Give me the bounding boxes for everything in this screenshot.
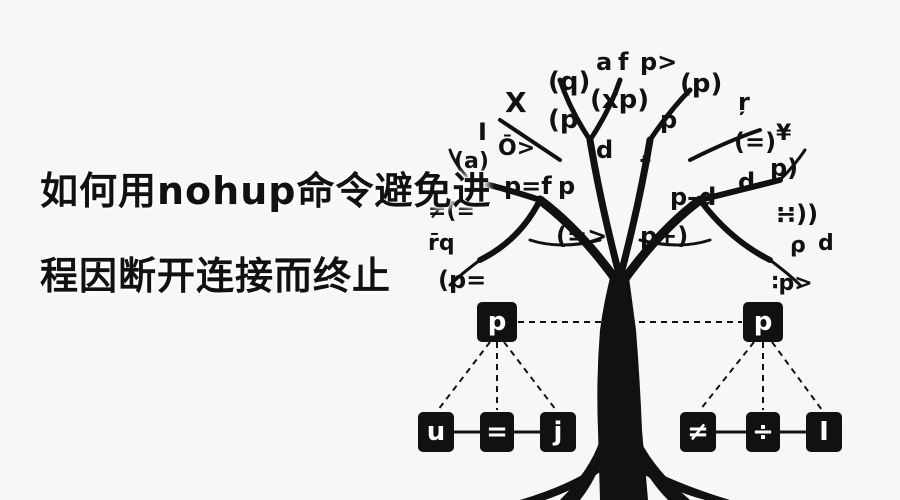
svg-text:p: p bbox=[754, 307, 773, 337]
svg-text:u: u bbox=[427, 417, 446, 447]
glyph: p–d bbox=[670, 183, 716, 211]
svg-text:=: = bbox=[486, 417, 508, 447]
glyph: d bbox=[596, 136, 613, 164]
glyph: p) bbox=[770, 154, 798, 182]
title-line-1: 如何用nohup命令避免进 bbox=[40, 169, 492, 213]
glyph: ¥ bbox=[776, 121, 792, 146]
glyph: ŗ bbox=[738, 88, 750, 116]
edge-right-i bbox=[771, 341, 823, 411]
tree-trunk bbox=[520, 270, 730, 500]
glyph: ρ bbox=[790, 233, 806, 258]
glyph: d bbox=[738, 168, 755, 196]
tree-branches bbox=[448, 77, 807, 287]
glyph: X bbox=[505, 86, 527, 119]
glyph: Ō> bbox=[498, 135, 535, 161]
edge-left-u bbox=[437, 341, 491, 411]
glyph: f bbox=[640, 150, 651, 178]
glyph: (q) bbox=[548, 67, 590, 97]
glyph: p bbox=[558, 172, 575, 200]
title-line-2: 程因断开连接而终止 bbox=[40, 254, 392, 298]
glyph: (p= bbox=[438, 266, 486, 294]
svg-text:≠: ≠ bbox=[687, 417, 709, 447]
glyph: p+) bbox=[640, 222, 688, 250]
edge-right-neq bbox=[699, 341, 755, 411]
glyph: ∶p> bbox=[772, 271, 813, 296]
glyph: (xp) bbox=[590, 85, 649, 115]
glyph: (p) bbox=[680, 69, 722, 99]
glyph: I bbox=[478, 118, 487, 146]
node-right-child-i: I bbox=[806, 412, 842, 452]
svg-text:j: j bbox=[553, 417, 563, 447]
glyph: ∺)) bbox=[776, 200, 818, 228]
node-left-child-j: j bbox=[540, 412, 576, 452]
node-right-child-neq: ≠ bbox=[680, 412, 716, 452]
glyph: (=) bbox=[734, 128, 776, 156]
floating-glyphs: (q) a f p> (p) X (xp) p I (p ŗ Ō> d f p … bbox=[428, 48, 834, 296]
glyph: (a) bbox=[454, 149, 489, 174]
glyph: p=f bbox=[504, 172, 552, 200]
node-left-parent: p bbox=[477, 302, 517, 342]
svg-text:÷: ÷ bbox=[752, 417, 774, 447]
glyph: p> bbox=[640, 48, 677, 76]
glyph: (=> bbox=[556, 222, 607, 250]
glyph: p bbox=[660, 106, 677, 134]
glyph: a bbox=[596, 48, 612, 76]
glyph: r̄q bbox=[428, 231, 455, 256]
svg-text:I: I bbox=[819, 417, 829, 447]
glyph: (p bbox=[548, 105, 579, 135]
glyph: d bbox=[818, 231, 834, 256]
glyph: ≠(= bbox=[428, 199, 475, 224]
node-left-child-u: u bbox=[418, 412, 454, 452]
glyph: f bbox=[618, 48, 629, 76]
svg-text:p: p bbox=[488, 307, 507, 337]
node-left-child-eq: = bbox=[480, 412, 514, 452]
node-right-child-div: ÷ bbox=[746, 412, 780, 452]
edge-left-j bbox=[503, 341, 557, 411]
node-right-parent: p bbox=[743, 302, 783, 342]
